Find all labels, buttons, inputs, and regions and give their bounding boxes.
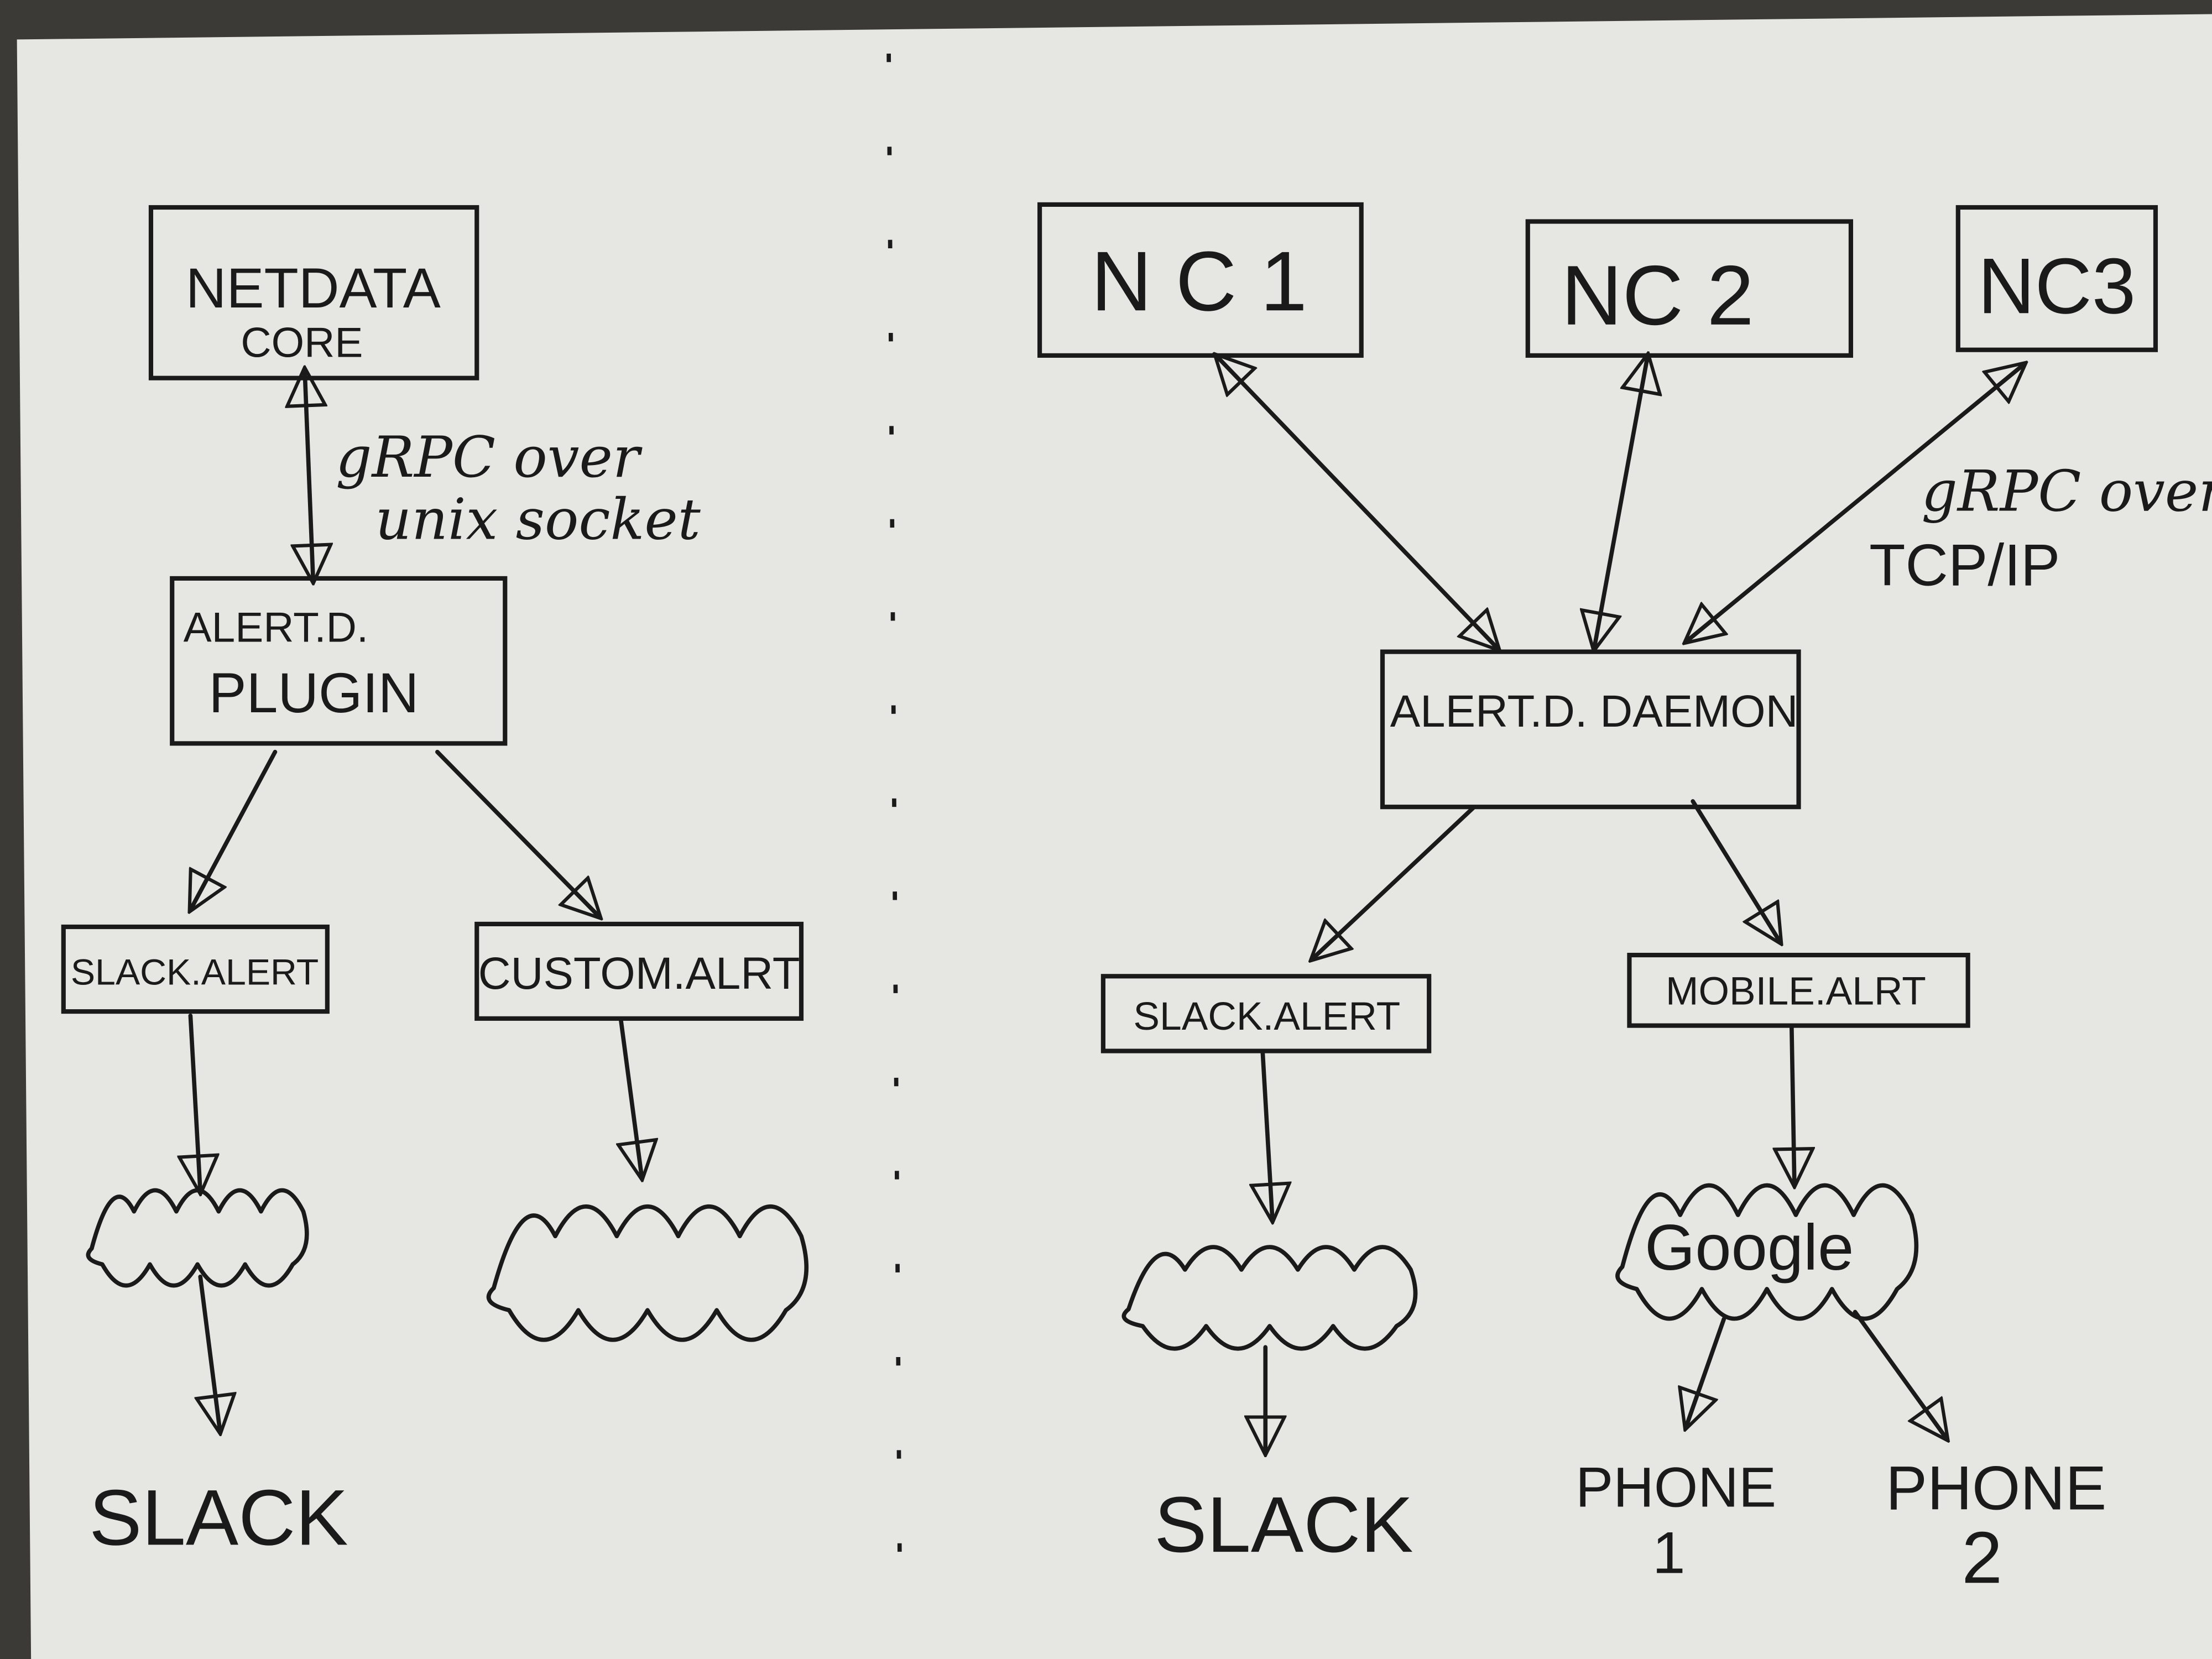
google-phone1-arrow xyxy=(1686,1317,1726,1427)
right-slack-label: SLACK xyxy=(1154,1481,1413,1569)
alertd-plugin-box xyxy=(170,576,508,746)
nc1-box xyxy=(1037,202,1364,358)
nc1-daemon-arrow xyxy=(1216,356,1498,649)
left-slack-label: SLACK xyxy=(89,1474,348,1562)
slack-alert-cloud-arrow-right xyxy=(1262,1048,1272,1220)
daemon-slack-arrow xyxy=(1312,805,1477,959)
right-link-label-2: TCP/IP xyxy=(1869,532,2060,598)
right-link-label-1: gRPC over xyxy=(1921,458,2212,524)
nc3-box xyxy=(1955,205,2158,352)
plugin-custom-arrow xyxy=(435,749,599,917)
mobile-alert-label: MOBILE.ALRT xyxy=(1666,969,1926,1013)
custom-cloud-icon xyxy=(486,1204,809,1342)
netdata-core-label-2: CORE xyxy=(241,319,363,366)
phone1-label-1: PHONE xyxy=(1575,1455,1776,1519)
custom-alert-box xyxy=(474,921,804,1021)
right-slack-alert-box xyxy=(1100,974,1432,1053)
nc2-daemon-arrow xyxy=(1594,356,1648,649)
phone2-label-2: 2 xyxy=(1961,1517,2002,1599)
left-architecture: NETDATA CORE gRPC over unix socket ALERT… xyxy=(61,205,809,1562)
alertd-daemon-label: ALERT.D. DAEMON xyxy=(1390,686,1798,737)
right-slack-alert-label: SLACK.ALERT xyxy=(1133,994,1400,1039)
alertd-daemon-box xyxy=(1380,649,1801,810)
left-link-label-2: unix socket xyxy=(375,487,701,552)
nc2-label: NC 2 xyxy=(1561,248,1754,343)
alertd-plugin-label-1: ALERT.D. xyxy=(184,604,369,651)
plugin-slack-arrow xyxy=(190,749,278,910)
left-slack-alert-box xyxy=(61,924,330,1014)
core-plugin-arrow xyxy=(305,369,313,581)
mobile-google-arrow xyxy=(1792,1023,1794,1185)
alertd-plugin-label-2: PLUGIN xyxy=(209,661,419,724)
nc3-daemon-arrow xyxy=(1686,364,2024,642)
right-slack-cloud-icon xyxy=(1121,1245,1418,1351)
slack-alert-cloud-arrow xyxy=(190,1013,200,1192)
left-slack-cloud-icon xyxy=(86,1188,309,1288)
right-architecture: N C 1 NC 2 NC3 gRPC over TCP/IP ALERT.D.… xyxy=(1037,202,2212,1599)
paper-sheet xyxy=(17,14,2212,1659)
google-label: Google xyxy=(1645,1211,1854,1284)
daemon-mobile-arrow xyxy=(1691,799,1780,942)
nc3-label: NC3 xyxy=(1978,242,2136,330)
custom-alert-cloud-arrow xyxy=(620,1016,641,1178)
nc2-box xyxy=(1525,219,1854,358)
custom-alert-label: CUSTOM.ALRT xyxy=(478,948,800,999)
mobile-alert-box xyxy=(1627,952,1970,1028)
google-phone2-arrow xyxy=(1853,1310,1947,1439)
phone1-label-2: 1 xyxy=(1652,1519,1686,1585)
google-cloud-icon xyxy=(1615,1183,1919,1321)
phone2-label-1: PHONE xyxy=(1886,1453,2106,1523)
left-slack-alert-label: SLACK.ALERT xyxy=(71,952,319,993)
nc1-label: N C 1 xyxy=(1091,234,1307,328)
cloud-slack-arrow xyxy=(200,1274,220,1432)
netdata-core-label-1: NETDATA xyxy=(186,257,441,320)
left-link-label-1: gRPC over xyxy=(336,425,643,491)
